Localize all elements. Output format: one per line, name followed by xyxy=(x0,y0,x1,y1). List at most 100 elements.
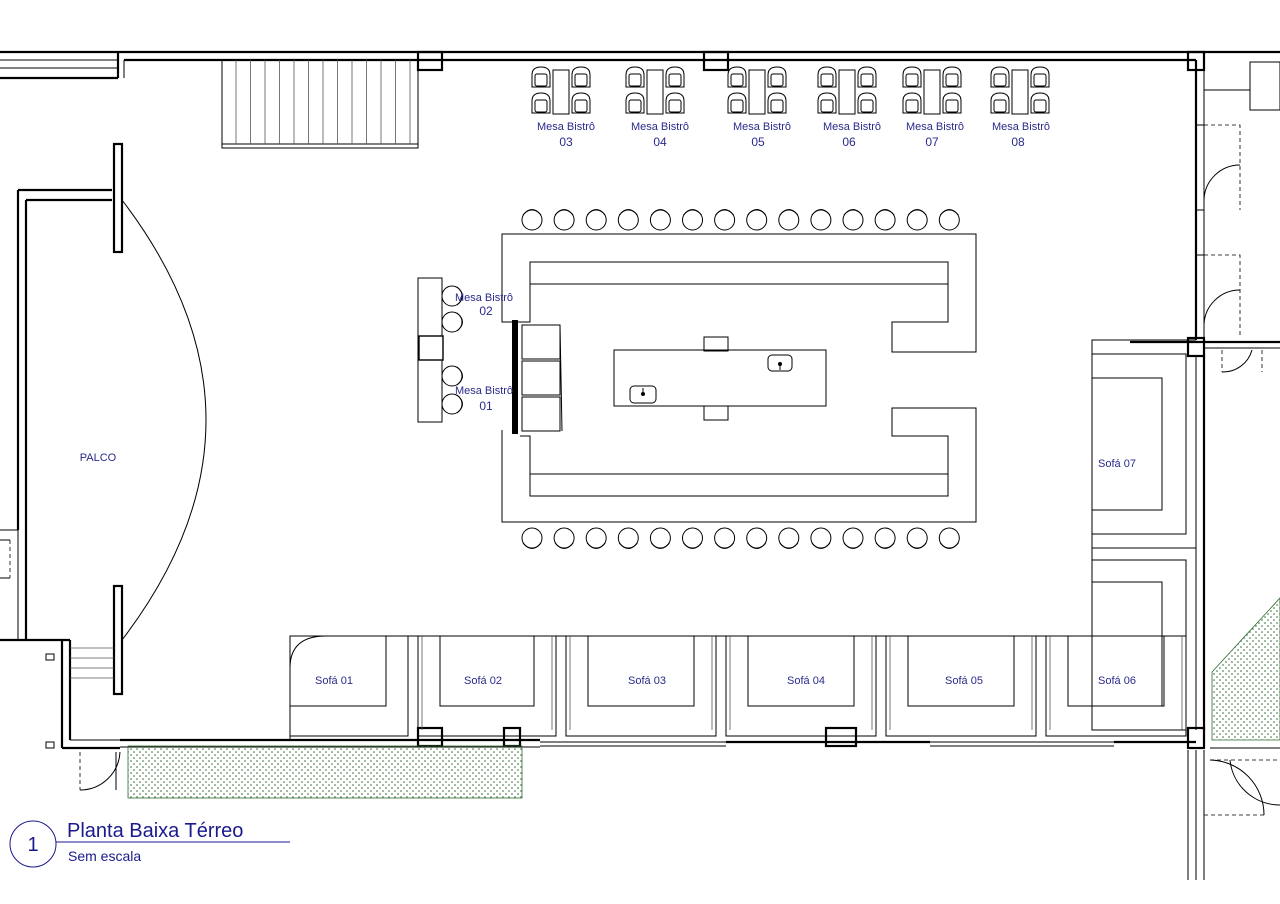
bistro-labels: Mesa Bistrô 03 Mesa Bistrô 04 Mesa Bistr… xyxy=(537,121,1050,149)
chair xyxy=(942,92,962,114)
chair-back xyxy=(456,312,463,332)
stool-back xyxy=(554,542,574,549)
chair xyxy=(625,66,645,88)
chair xyxy=(942,66,962,88)
bistro-table xyxy=(646,69,664,115)
chair-seat xyxy=(993,99,1007,113)
chair xyxy=(767,92,787,114)
chair xyxy=(665,92,685,114)
sofa xyxy=(289,635,409,737)
bistro-table xyxy=(923,69,941,115)
stool-back xyxy=(907,209,927,216)
chair xyxy=(767,66,787,88)
sofa-01-label: Sofá 01 xyxy=(315,675,353,687)
sofa-area xyxy=(289,339,1196,740)
side-bistro: Mesa Bistrô 02 Mesa Bistrô 01 xyxy=(417,277,513,423)
chair-seat xyxy=(905,73,919,87)
stool-back xyxy=(522,542,542,549)
chair xyxy=(665,66,685,88)
stool-back xyxy=(683,209,702,216)
chair-seat xyxy=(993,73,1007,87)
stool-back xyxy=(683,542,702,549)
chair xyxy=(817,92,837,114)
chair xyxy=(857,92,877,114)
stool-back xyxy=(811,542,831,549)
bistro-01-number: 01 xyxy=(479,399,493,413)
chair-seat xyxy=(534,73,548,87)
stool-back xyxy=(586,542,606,549)
bistro-04-label: Mesa Bistrô xyxy=(631,121,689,133)
title-block: 1 Planta Baixa Térreo Sem escala xyxy=(9,820,290,868)
chair xyxy=(531,92,551,114)
bistro-08-label: Mesa Bistrô xyxy=(992,121,1050,133)
sofa-cushion xyxy=(1067,636,1165,707)
chair-seat xyxy=(534,99,548,113)
stool-back xyxy=(715,542,734,549)
sofa xyxy=(1091,353,1187,535)
chair-seat xyxy=(628,99,642,113)
stool-back xyxy=(747,542,767,549)
chair xyxy=(1030,66,1050,88)
sofa-02-label: Sofá 02 xyxy=(464,675,502,687)
main-staircase xyxy=(221,59,419,149)
stool-back xyxy=(522,209,542,216)
chair xyxy=(727,66,747,88)
chair-seat xyxy=(945,73,959,87)
chair xyxy=(571,66,591,88)
sofa-07-label: Sofá 07 xyxy=(1098,458,1136,470)
stool-back xyxy=(618,542,638,549)
chair-seat xyxy=(628,73,642,87)
chair-seat xyxy=(1033,99,1047,113)
stool-back xyxy=(618,209,638,216)
chair xyxy=(625,92,645,114)
stool-back xyxy=(843,209,863,216)
sofa-04-label: Sofá 04 xyxy=(787,675,825,687)
chair-seat xyxy=(730,99,744,113)
bistro-05-number: 05 xyxy=(751,135,765,149)
bistro-01-label: Mesa Bistrô xyxy=(455,385,513,397)
chair xyxy=(902,92,922,114)
bistro-07-label: Mesa Bistrô xyxy=(906,121,964,133)
sofa-cushion xyxy=(290,636,387,707)
stool-back xyxy=(939,542,959,549)
stool-back xyxy=(875,209,895,216)
stage-label: PALCO xyxy=(80,452,117,464)
stool-back xyxy=(779,542,799,549)
chair-seat xyxy=(730,73,744,87)
stool-back xyxy=(779,209,799,216)
bistro-04-number: 04 xyxy=(653,135,667,149)
stool-back xyxy=(907,542,927,549)
bistro-05-label: Mesa Bistrô xyxy=(733,121,791,133)
chair xyxy=(727,92,747,114)
stool-back xyxy=(747,209,767,216)
chair-seat xyxy=(1033,73,1047,87)
sofa-shapes xyxy=(289,353,1187,737)
stool-back xyxy=(651,209,670,216)
chair xyxy=(902,66,922,88)
left-stairs xyxy=(70,647,114,679)
drawing-scale: Sem escala xyxy=(68,848,141,864)
chair-back xyxy=(456,394,463,414)
sofa-cushion xyxy=(439,636,535,707)
sofa xyxy=(725,635,877,737)
sofa xyxy=(885,635,1037,737)
sofa-06-label: Sofá 06 xyxy=(1098,675,1136,687)
bistro-02-label: Mesa Bistrô xyxy=(455,292,513,304)
stool-back xyxy=(843,542,863,549)
chair-seat xyxy=(668,73,682,87)
stool-back xyxy=(875,542,895,549)
bistro-03-number: 03 xyxy=(559,135,573,149)
stool-back xyxy=(811,209,831,216)
bistro-table xyxy=(1011,69,1029,115)
bar-stools xyxy=(521,209,960,549)
chair-seat xyxy=(945,99,959,113)
chair-seat xyxy=(860,99,874,113)
chair-seat xyxy=(574,73,588,87)
sofa xyxy=(1091,559,1187,731)
sofa-cushion xyxy=(587,636,695,707)
bistro-table xyxy=(748,69,766,115)
chair-seat xyxy=(770,99,784,113)
chair xyxy=(990,92,1010,114)
bistro-03-label: Mesa Bistrô xyxy=(537,121,595,133)
chair-back xyxy=(456,366,463,386)
